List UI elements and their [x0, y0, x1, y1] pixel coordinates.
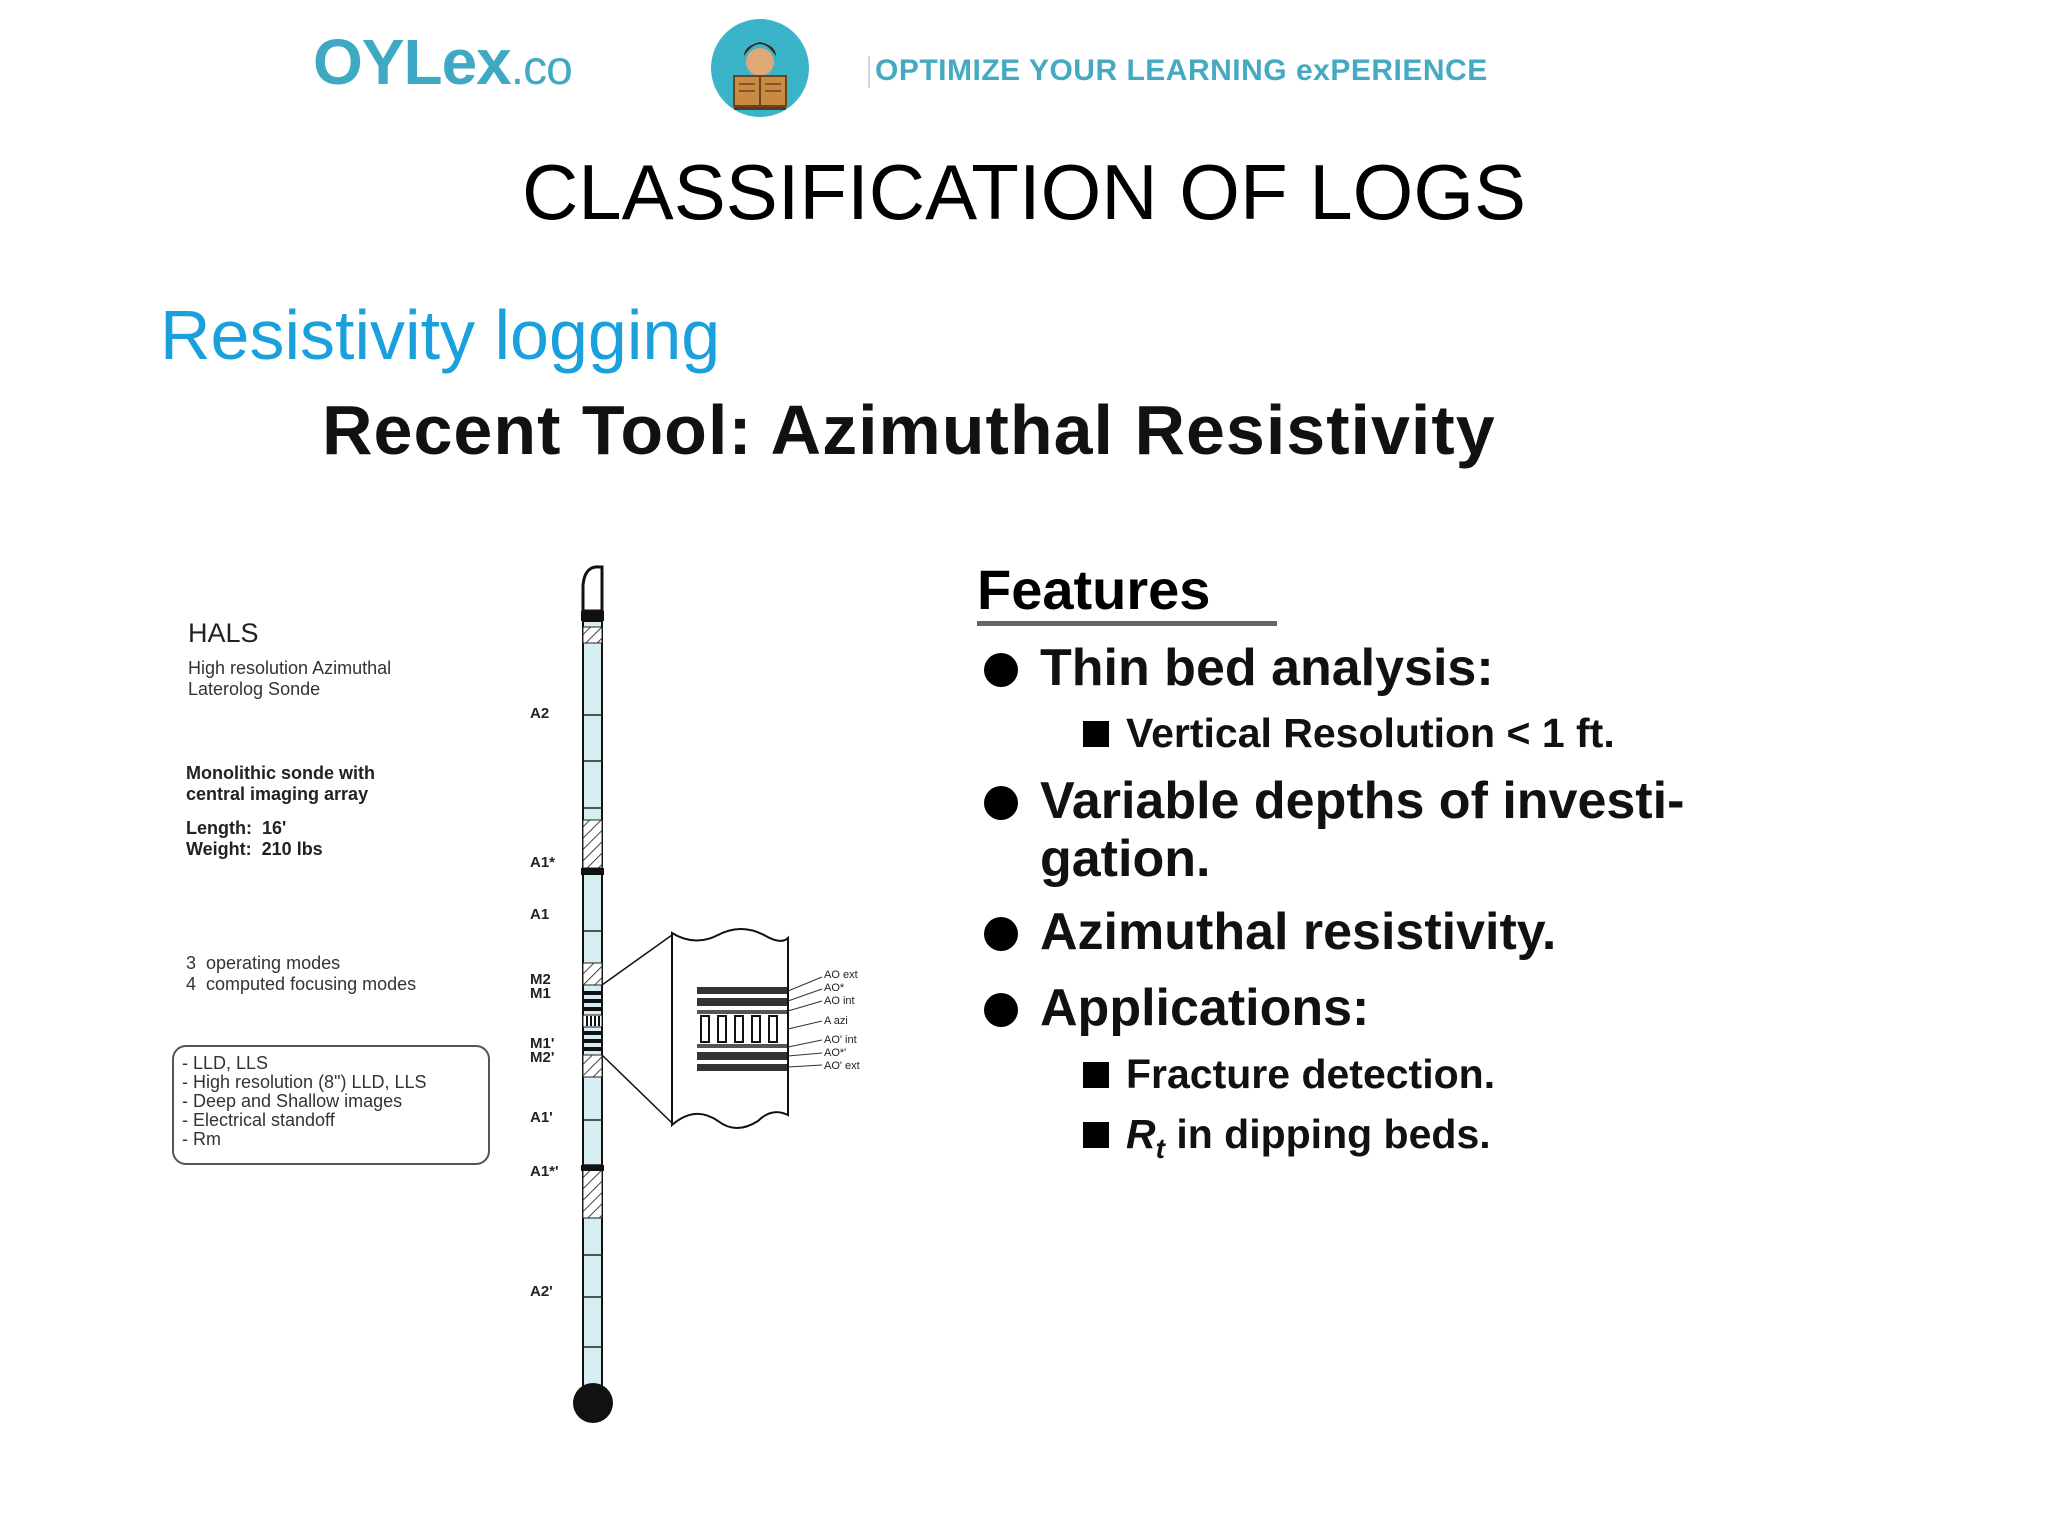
electrode-label-a1: A1 — [530, 906, 550, 923]
feature-azimuthal-resistivity: Azimuthal resistivity. — [1040, 903, 1557, 961]
zoom-label-aop-int: AO' int — [824, 1034, 857, 1046]
zoom-label-ao-int: AO int — [824, 995, 855, 1007]
electrode-label-m1: M1 — [530, 985, 551, 1002]
logo-main-text: OYLex — [313, 26, 512, 98]
bullet-dot — [984, 993, 1018, 1027]
electrode-label-a2: A2 — [530, 705, 550, 722]
bullet-square — [1083, 721, 1109, 747]
tool-body — [582, 620, 603, 1388]
tool-name: HALS — [188, 618, 259, 648]
feature-applications: Applications: — [1040, 979, 1370, 1037]
tool-outputs: - LLD, LLS - High resolution (8") LLD, L… — [182, 1053, 427, 1149]
tool-nose — [573, 1383, 613, 1423]
zoom-label-ao-ext: AO ext — [824, 969, 858, 981]
electrode-label-a1-prime: A1' — [530, 1109, 553, 1126]
rt-rest-text: in dipping beds. — [1164, 1111, 1491, 1157]
tool-hatch-band — [582, 626, 603, 644]
zoom-connector — [601, 934, 673, 1124]
feature-variable-depths-line2: gation. — [1040, 830, 1211, 888]
electrode-label-a1-star: A1* — [530, 854, 556, 871]
electrode-label-m1-prime: M1' — [530, 1035, 555, 1052]
feature-variable-depths-line1: Variable depths of investi- — [1040, 772, 1685, 830]
zoom-label-aop-star: AO*' — [824, 1047, 847, 1059]
feature-thin-bed: Thin bed analysis: — [1040, 639, 1494, 697]
tool-hatch-band — [582, 1169, 603, 1219]
tool-dimensions: Length: 16' Weight: 210 lbs — [186, 818, 323, 859]
zoom-label-ao-star: AO* — [824, 982, 845, 994]
logo-suffix-text: .co — [510, 42, 573, 95]
reader-with-book-icon — [711, 19, 809, 117]
tool-description: High resolution Azimuthal Laterolog Sond… — [188, 658, 392, 699]
zoom-label-a-azi: A azi — [824, 1015, 848, 1027]
tool-electrode-array — [582, 962, 603, 1078]
bullet-dot — [984, 786, 1018, 820]
section-title: Resistivity logging — [160, 296, 721, 374]
features-underline — [977, 621, 1277, 626]
oylex-logo: OYLex.co — [313, 30, 573, 95]
electrode-zoom-view — [671, 928, 823, 1129]
tool-title: Recent Tool: Azimuthal Resistivity — [322, 391, 1496, 469]
tagline: OPTIMIZE YOUR LEARNING exPERIENCE — [875, 54, 1488, 87]
feature-rt-dipping-beds: Rt in dipping beds. — [1126, 1111, 1491, 1165]
tool-head — [581, 565, 604, 613]
tool-modes: 3 operating modes 4 computed focusing mo… — [186, 953, 417, 994]
bullet-square — [1083, 1062, 1109, 1088]
rt-symbol: R — [1126, 1111, 1156, 1157]
slide-title: CLASSIFICATION OF LOGS — [521, 148, 1527, 236]
bullet-dot — [984, 653, 1018, 687]
tool-hatch-band — [582, 819, 603, 869]
bullet-square — [1083, 1122, 1109, 1148]
tool-construction: Monolithic sonde with central imaging ar… — [186, 763, 375, 804]
hals-tool-diagram — [573, 565, 823, 1423]
tool-dark-band — [581, 1165, 604, 1171]
zoom-label-aop-ext: AO' ext — [824, 1060, 860, 1072]
rt-subscript: t — [1155, 1133, 1165, 1164]
tagline-separator — [868, 56, 870, 88]
electrode-label-a2-prime: A2' — [530, 1283, 553, 1300]
feature-fracture-detection: Fracture detection. — [1126, 1051, 1496, 1097]
electrode-label-m2-prime: M2' — [530, 1049, 555, 1066]
bullet-dot — [984, 917, 1018, 951]
feature-vertical-resolution: Vertical Resolution < 1 ft. — [1126, 710, 1615, 756]
tool-outputs-box: - LLD, LLS - High resolution (8") LLD, L… — [172, 1045, 490, 1165]
electrode-label-m2: M2 — [530, 971, 551, 988]
tool-dark-band — [581, 868, 604, 875]
electrode-label-a1-star-prime: A1*' — [530, 1163, 559, 1180]
tool-head-band — [581, 611, 604, 621]
features-heading: Features — [977, 558, 1211, 621]
